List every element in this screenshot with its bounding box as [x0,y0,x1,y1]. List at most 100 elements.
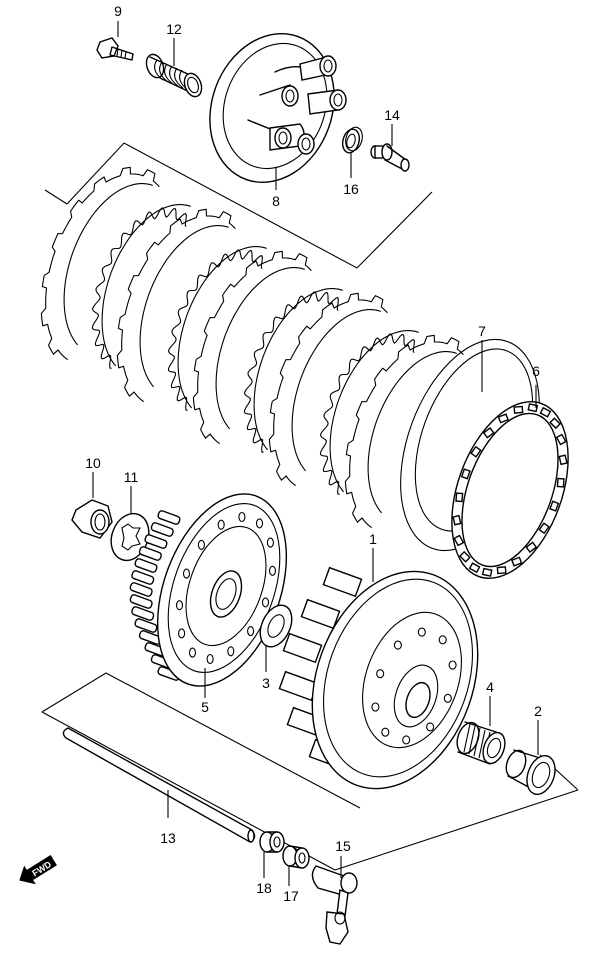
friction-pad [496,566,507,575]
housing-hole [448,660,457,670]
friction-pad [453,534,465,547]
pressure-plate-group-bracket [66,142,433,269]
label-4: 4 [486,679,494,695]
hub-spline [157,510,181,525]
housing-hole [393,640,402,650]
release-shaft-15[interactable] [311,865,358,945]
hub-spline [131,606,155,621]
friction-pads [452,403,568,577]
label-5: 5 [201,699,209,715]
hub-spline [138,546,162,561]
bearing-17[interactable] [282,845,310,869]
hub-spline [150,522,174,537]
friction-pad [510,556,523,567]
plate-inner-arc [291,309,381,472]
hub-hole [206,653,214,665]
friction-pad [481,567,493,577]
label-16: 16 [343,181,359,197]
hub-spline [129,594,153,609]
thrust-washer-3[interactable] [254,600,298,652]
hub-hole [175,600,184,611]
plate-inner-arc [329,330,419,493]
hub-hole [268,565,277,576]
plate-inner-arc [177,246,267,409]
driven-plate-outline [192,250,312,445]
label-18: 18 [256,880,272,896]
hub-spline [144,534,168,549]
hub-group-bracket [41,672,579,871]
clutch-spring-12[interactable] [143,52,204,99]
drive-plate-6[interactable] [430,386,591,594]
plate-inner-arc [101,204,191,367]
needle-bearing-4[interactable] [453,720,509,767]
clutch-plate-stack [40,166,464,529]
housing-finger [278,670,319,702]
bolt-9[interactable] [96,37,134,61]
housing-hole [402,735,411,745]
driven-plate-outline [116,208,236,403]
oil-seal-18[interactable] [259,831,285,853]
label-6: 6 [532,363,540,379]
housing-hole [443,693,452,703]
friction-pad [513,405,524,414]
plate-inner-arc [63,183,153,346]
housing-finger [322,566,363,598]
label-9: 9 [114,3,122,19]
hub-hole [178,628,186,639]
housing-hole [417,627,426,637]
drive-plate-outline [91,207,187,369]
fwd-direction-arrow: FWD [19,855,57,885]
label-2: 2 [534,703,542,719]
push-piece-14[interactable] [370,143,410,172]
friction-pad [555,433,567,446]
hub-hole [188,647,197,658]
label-3: 3 [262,675,270,691]
label-7: 7 [478,323,486,339]
friction-pad [455,492,464,503]
friction-pad [527,403,539,413]
label-12: 12 [166,21,182,37]
driven-plate-outline [40,166,160,361]
friction-pad [452,514,462,526]
plate-inner-arc [215,267,305,430]
pressure-plate-8[interactable] [190,16,355,200]
label-17: 17 [283,888,299,904]
housing-finger [282,632,323,664]
housing-hole [376,669,385,679]
hub-hole [247,626,255,637]
plate-stack-bracket-left [44,189,68,205]
hub-hole [182,568,191,579]
plate-inner-arc [253,288,343,451]
label-13: 13 [160,830,176,846]
label-8: 8 [272,193,280,209]
label-11: 11 [124,469,139,485]
label-14: 14 [384,107,400,123]
hub-hole [227,646,235,657]
friction-pad [539,406,552,418]
friction-pad [470,445,482,458]
housing-holes [371,627,457,745]
push-rod-13[interactable] [62,727,256,843]
housing-hole [438,635,447,645]
housing-hole [426,722,435,732]
friction-pad [458,550,471,563]
hub-spline [131,570,155,585]
driven-plate-outline [344,334,464,529]
clutch-housing-1[interactable] [278,548,506,812]
hub-spline [134,618,158,633]
friction-pad [558,454,568,466]
label-15: 15 [335,838,351,854]
friction-pad [556,477,565,488]
friction-pad [549,417,562,430]
friction-pad [538,522,550,535]
housing-finger [300,598,341,630]
nut-10[interactable] [71,499,113,539]
drive-plate-outline [319,333,415,495]
plate-inner-arc [139,225,229,388]
friction-pad [482,427,495,439]
friction-pad [497,413,510,424]
hub-spline [134,558,158,573]
spacer-2[interactable] [503,748,560,798]
bearing-16[interactable] [340,125,365,154]
clutch-sleeve-hub-5[interactable] [129,476,310,704]
